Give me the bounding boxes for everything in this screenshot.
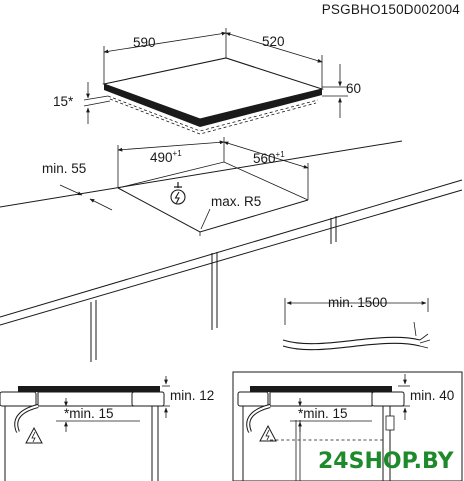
cutout-radius-label: max. R5 bbox=[211, 194, 261, 209]
hob-width-label: 590 bbox=[133, 35, 156, 50]
power-warning-icon bbox=[170, 182, 186, 205]
right-bottom-gap-label: *min. 15 bbox=[298, 406, 348, 421]
right-top-gap-label: min. 40 bbox=[410, 388, 454, 403]
hob-depth-label: 520 bbox=[262, 34, 285, 49]
left-bottom-gap-label: *min. 15 bbox=[64, 406, 114, 421]
hob-angle-label: 15* bbox=[53, 94, 74, 109]
power-cable-drawing bbox=[282, 298, 431, 351]
cable-length-label: min. 1500 bbox=[328, 295, 387, 310]
shop-watermark: 24SHOP.BY bbox=[318, 449, 455, 474]
cutout-width-label: 490+1 bbox=[150, 149, 182, 165]
model-code: PSGBHO150D002004 bbox=[322, 2, 461, 17]
hob-drawing bbox=[83, 28, 348, 135]
side-section-left bbox=[0, 376, 170, 481]
side-section-right bbox=[232, 371, 463, 481]
min-edge-label: min. 55 bbox=[42, 161, 86, 176]
left-top-gap-label: min. 12 bbox=[170, 388, 214, 403]
worktop-drawing bbox=[0, 137, 463, 362]
hob-height-label: 60 bbox=[346, 81, 361, 96]
cutout-depth-label: 560+1 bbox=[253, 150, 285, 166]
